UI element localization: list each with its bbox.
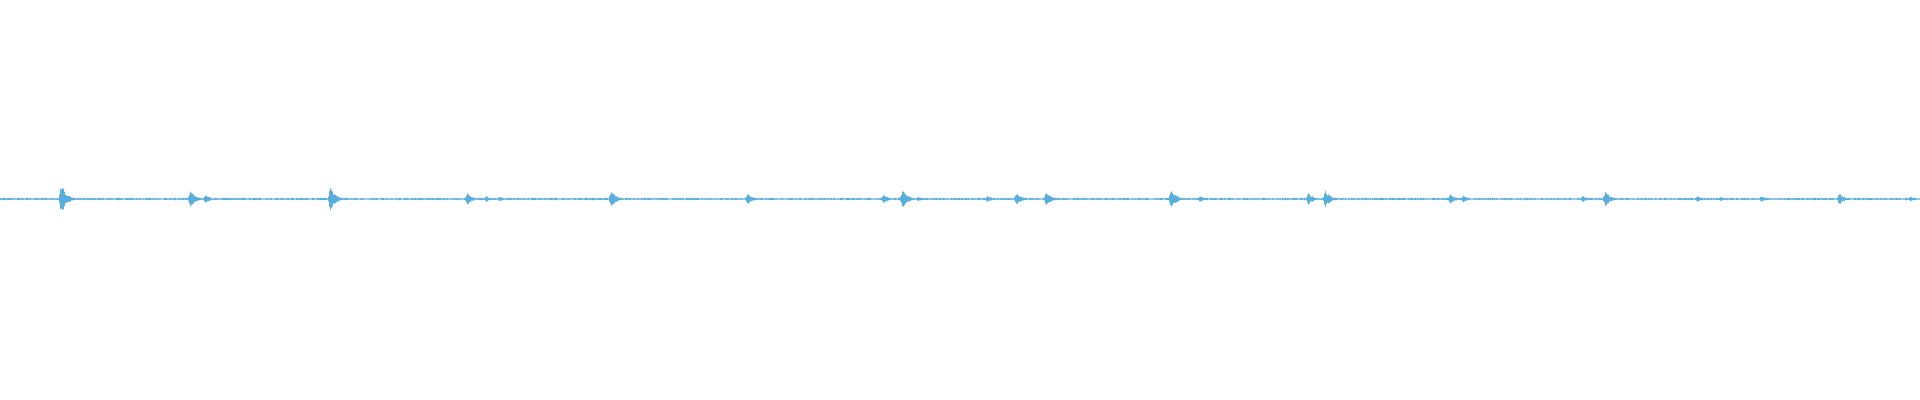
waveform-samples — [0, 188, 1920, 210]
